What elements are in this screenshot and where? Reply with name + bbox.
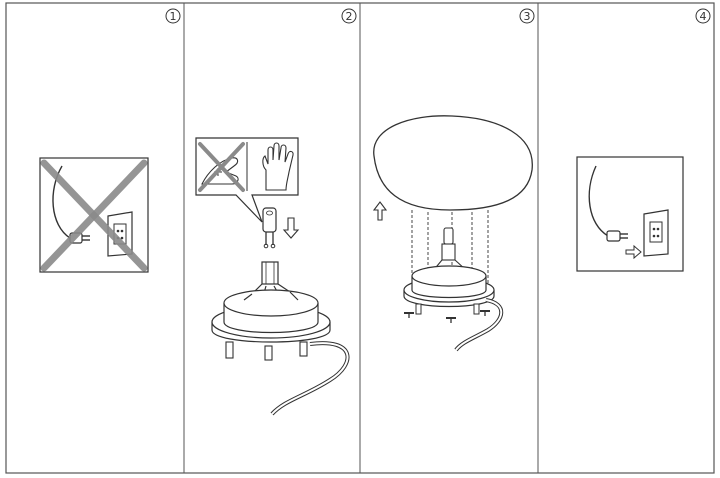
bulb-icon xyxy=(431,227,467,273)
panel-2-insert-bulb xyxy=(195,137,350,416)
cable xyxy=(588,165,609,237)
power-plug-icon xyxy=(606,230,628,242)
bulb-socket xyxy=(251,261,291,301)
lamp-base xyxy=(403,265,495,323)
panel-4-plug-in xyxy=(576,156,684,272)
step-number-4: 4 xyxy=(695,8,711,24)
svg-text:2: 2 xyxy=(346,10,353,23)
step-number-1: 1 xyxy=(165,8,181,24)
bulb-icon xyxy=(262,207,277,249)
step-number-3: 3 xyxy=(519,8,535,24)
svg-text:3: 3 xyxy=(524,10,531,23)
panel-1-unplug xyxy=(39,157,149,273)
glass-shade xyxy=(373,115,533,211)
wall-socket-icon xyxy=(643,209,669,257)
right-arrow-icon xyxy=(625,244,642,260)
svg-text:1: 1 xyxy=(170,10,177,23)
svg-text:4: 4 xyxy=(700,10,707,23)
prohibited-cross-icon xyxy=(40,159,148,272)
step-number-2: 2 xyxy=(341,8,357,24)
down-arrow-icon xyxy=(282,217,300,239)
panel-3-fit-shade xyxy=(372,115,533,352)
up-arrow-icon xyxy=(372,201,388,221)
glove-icon xyxy=(262,142,294,191)
power-cord xyxy=(270,341,350,416)
lamp-base xyxy=(211,289,331,361)
prohibited-cross-icon xyxy=(198,142,245,192)
